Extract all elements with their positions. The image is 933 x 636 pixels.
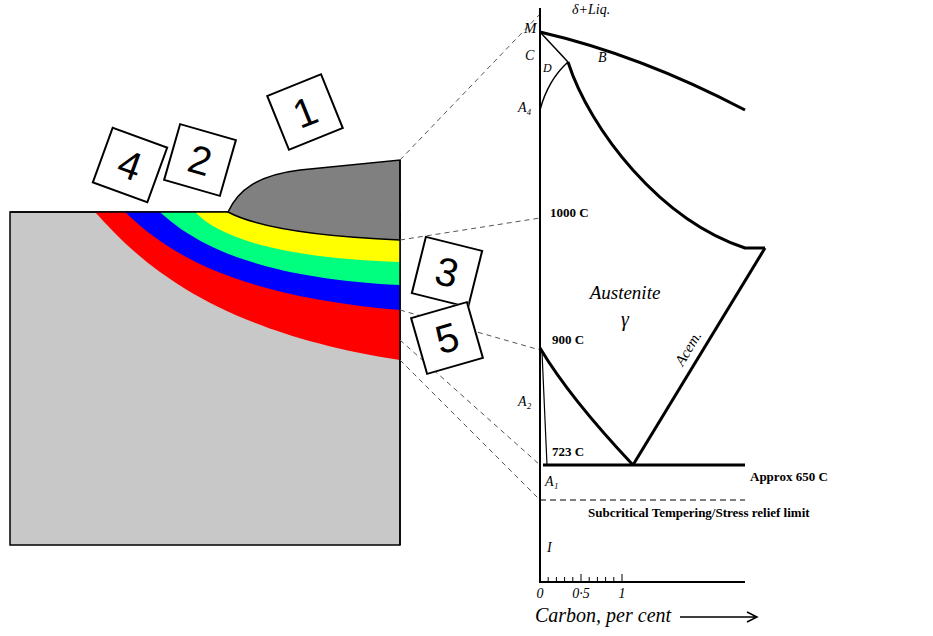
- diagram-label: 1: [619, 586, 626, 602]
- axis-tick: [597, 577, 598, 582]
- callout-box: 3: [411, 236, 484, 309]
- diagram-label: M: [524, 20, 537, 37]
- diagram-label: B: [598, 50, 607, 66]
- callout-box: 2: [163, 123, 237, 197]
- projection-lines: [400, 14, 540, 500]
- diagram-label: 1000 C: [550, 206, 589, 221]
- section-edge: [399, 160, 401, 545]
- diagram-label: Approx 650 C: [750, 470, 828, 485]
- callout-number: 5: [431, 316, 463, 361]
- callout-number: 3: [431, 250, 462, 294]
- surface-line: [10, 211, 228, 213]
- weld-bead: [228, 160, 400, 240]
- diagram-label: 900 C: [552, 333, 584, 348]
- axis-tick: [548, 577, 549, 582]
- diagram-label: γ: [621, 308, 629, 331]
- axis-tick: [540, 574, 541, 582]
- diagram-label: Acem.: [672, 329, 706, 370]
- diagram-label: δ+Liq.: [572, 2, 610, 18]
- callout-number: 4: [113, 142, 148, 187]
- diagram-label: 0·5: [572, 586, 590, 602]
- axis-tick: [572, 577, 573, 582]
- diagram-label: Austenite: [590, 282, 661, 304]
- axis-tick: [556, 577, 557, 582]
- callout-box: 4: [92, 127, 169, 204]
- diagram-label: A₁: [545, 474, 558, 490]
- callout-box: 5: [410, 301, 484, 375]
- phase-diagram: [540, 8, 765, 622]
- diagram-label: A₄: [518, 100, 531, 116]
- diagram-label: Carbon, per cent: [535, 604, 671, 627]
- callout-box: 1: [266, 73, 344, 151]
- base-metal: [10, 212, 400, 545]
- callout-number: 1: [287, 89, 323, 134]
- axis-tick: [581, 574, 582, 582]
- axis-ticks: [540, 574, 622, 582]
- diagram-label: A₂: [518, 394, 531, 410]
- diagram-label: C: [525, 48, 534, 64]
- diagram-label: I: [547, 540, 552, 556]
- axis-tick: [622, 574, 623, 582]
- callout-number: 2: [184, 138, 216, 183]
- diagram-label: D: [543, 62, 552, 76]
- diagram-label: 723 C: [552, 445, 584, 460]
- axis-tick: [605, 577, 606, 582]
- diagram-label: 0: [537, 586, 544, 602]
- axis-tick: [589, 577, 590, 582]
- axis-tick: [564, 577, 565, 582]
- axis-tick: [613, 577, 614, 582]
- diagram-label: Subcritical Tempering/Stress relief limi…: [588, 506, 810, 521]
